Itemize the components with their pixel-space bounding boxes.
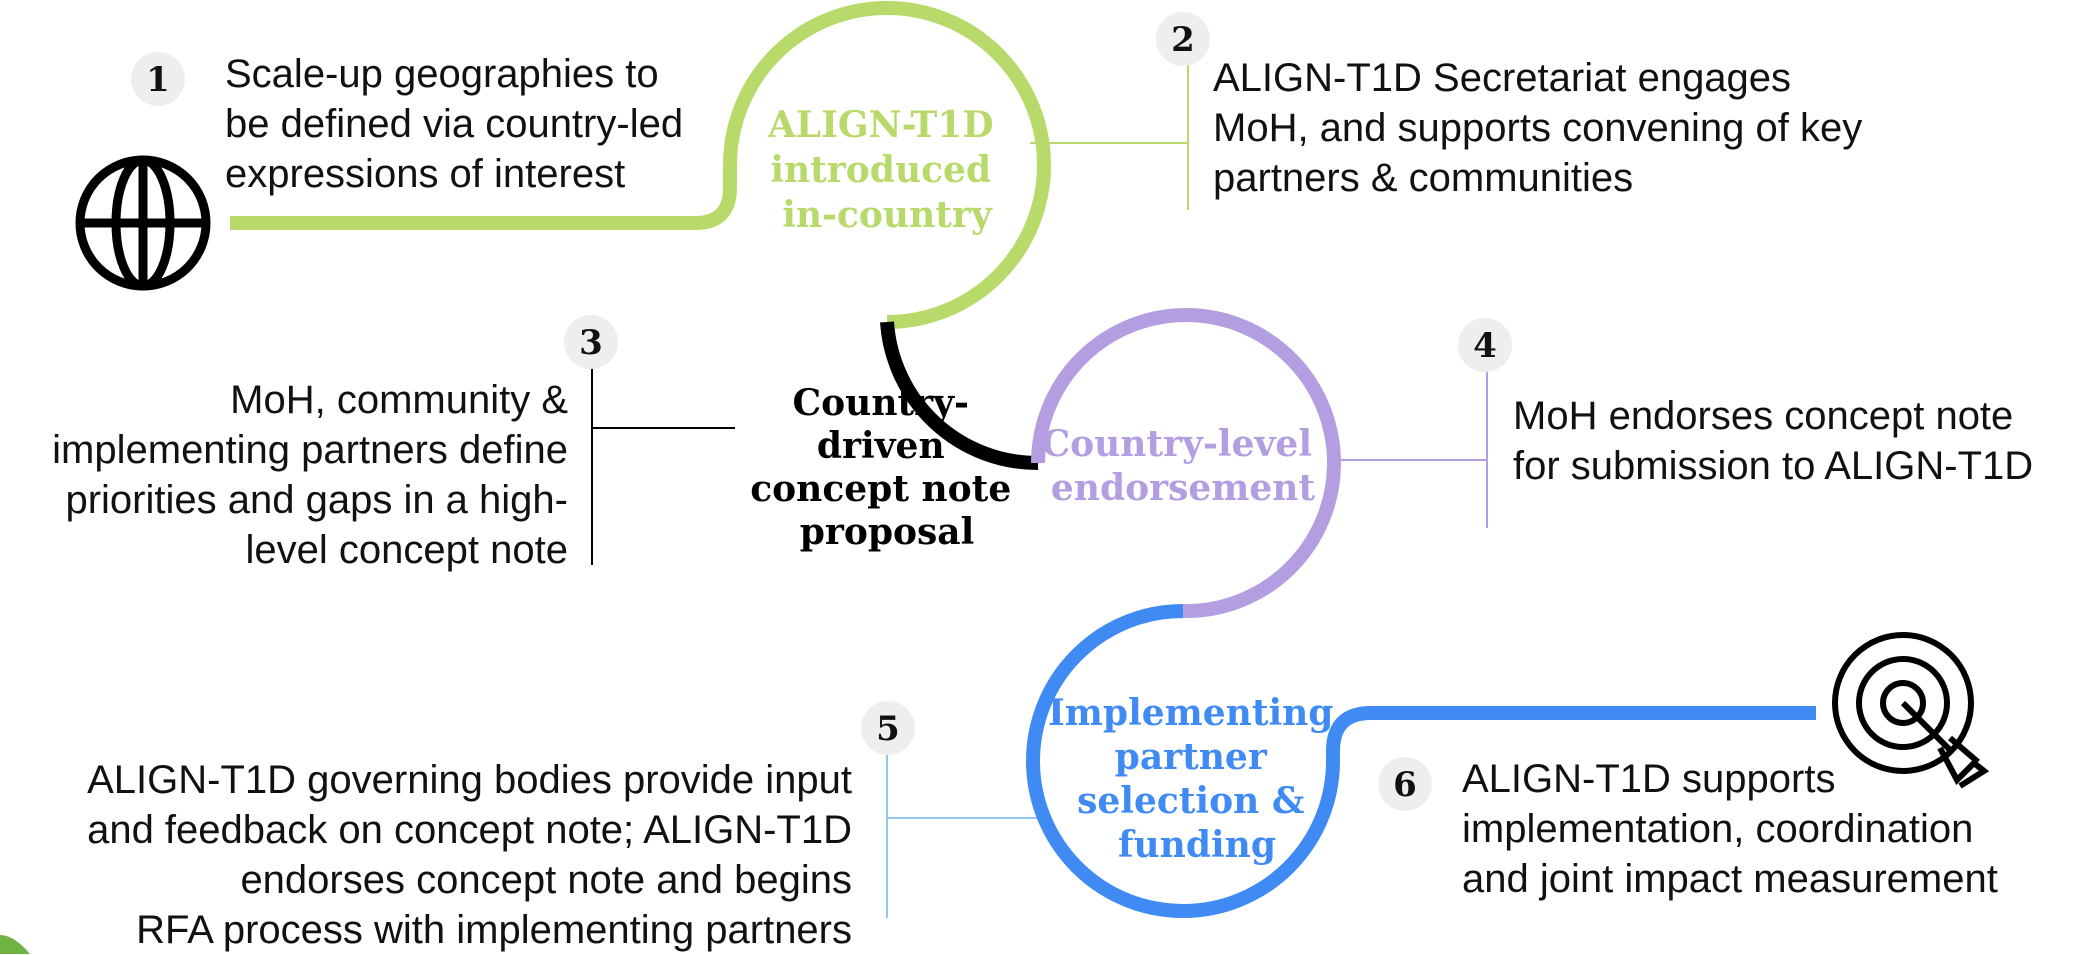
step-3-line-2: implementing partners define [52, 428, 568, 472]
step-5-line-3: endorses concept note and begins [240, 858, 852, 902]
stage-2-line-3: concept note [750, 468, 1011, 510]
path-track [230, 1, 1816, 918]
stage-label-3: Country-level endorsement [1041, 423, 1324, 509]
step-badge-2: 2 [1156, 12, 1210, 66]
step-5-line-2: and feedback on concept note; ALIGN-T1D [87, 808, 852, 852]
target-icon [1832, 632, 1990, 789]
step-badge-1: 1 [131, 52, 185, 106]
stage-2-line-1: Country- [792, 382, 968, 424]
step-5-line-1: ALIGN-T1D governing bodies provide input [87, 758, 852, 802]
step-number-1: 1 [146, 60, 170, 100]
step-1-line-1: Scale-up geographies to [225, 52, 659, 96]
stage-2-line-4: proposal [800, 511, 975, 553]
step-badge-4: 4 [1458, 318, 1512, 372]
stage-3-line-1: Country-level [1041, 423, 1312, 465]
stage-1-line-2: introduced [770, 149, 991, 191]
step-6-line-2: implementation, coordination [1462, 807, 1974, 851]
step-2-line-3: partners & communities [1213, 156, 1634, 200]
step-6-line-3: and joint impact measurement [1462, 857, 1998, 901]
step-number-4: 4 [1473, 326, 1497, 366]
step-number-3: 3 [579, 323, 603, 363]
step-badge-3: 3 [564, 315, 618, 369]
step-number-5: 5 [876, 709, 900, 749]
corner-decoration [0, 935, 30, 954]
step-3-line-4: level concept note [245, 528, 568, 572]
step-6-description: ALIGN-T1D supports implementation, coord… [1462, 754, 1998, 904]
step-3-line-3: priorities and gaps in a high- [65, 478, 568, 522]
path-segment-blue [1026, 604, 1816, 918]
step-badge-6: 6 [1378, 757, 1432, 811]
stage-label-2: Country- driven concept note proposal [750, 382, 1024, 553]
stage-1-line-1: ALIGN-T1D [767, 104, 994, 146]
stage-4-line-1: Implementing [1048, 692, 1334, 734]
stage-label-1: ALIGN-T1D introduced in-country [767, 104, 1006, 236]
stage-1-line-3: in-country [782, 194, 993, 236]
step-4-description: MoH endorses concept note for submission… [1513, 391, 2033, 491]
step-5-line-4: RFA process with implementing partners [136, 908, 852, 952]
path-segment-black [880, 321, 1039, 471]
globe-icon [75, 155, 211, 291]
path-segment-green [230, 1, 1051, 329]
stage-4-line-3: selection & [1077, 780, 1304, 822]
step-number-6: 6 [1393, 765, 1417, 805]
step-1-description: Scale-up geographies to be defined via c… [225, 49, 683, 199]
step-2-description: ALIGN-T1D Secretariat engages MoH, and s… [1213, 53, 1862, 203]
step-1-line-2: be defined via country-led [225, 102, 684, 146]
step-1-line-3: expressions of interest [225, 152, 626, 196]
step-number-2: 2 [1171, 20, 1195, 60]
stage-label-4: Implementing partner selection & funding [1048, 692, 1346, 866]
stage-2-line-2: driven [817, 425, 945, 467]
stage-4-line-4: funding [1118, 824, 1276, 866]
connector-lines [591, 65, 1488, 918]
path-segment-lavender [1031, 308, 1341, 619]
stage-3-line-2: endorsement [1051, 467, 1316, 509]
step-6-line-1: ALIGN-T1D supports [1462, 757, 1836, 801]
step-5-description: ALIGN-T1D governing bodies provide input… [87, 755, 852, 955]
stage-4-line-2: partner [1115, 736, 1268, 778]
step-2-line-1: ALIGN-T1D Secretariat engages [1213, 56, 1792, 100]
step-2-line-2: MoH, and supports convening of key [1213, 106, 1863, 150]
step-3-description: MoH, community & implementing partners d… [52, 375, 568, 575]
step-3-line-1: MoH, community & [230, 378, 568, 422]
step-badge-5: 5 [861, 701, 915, 755]
step-4-line-2: for submission to ALIGN-T1D [1513, 444, 2034, 488]
step-4-line-1: MoH endorses concept note [1513, 394, 2014, 438]
